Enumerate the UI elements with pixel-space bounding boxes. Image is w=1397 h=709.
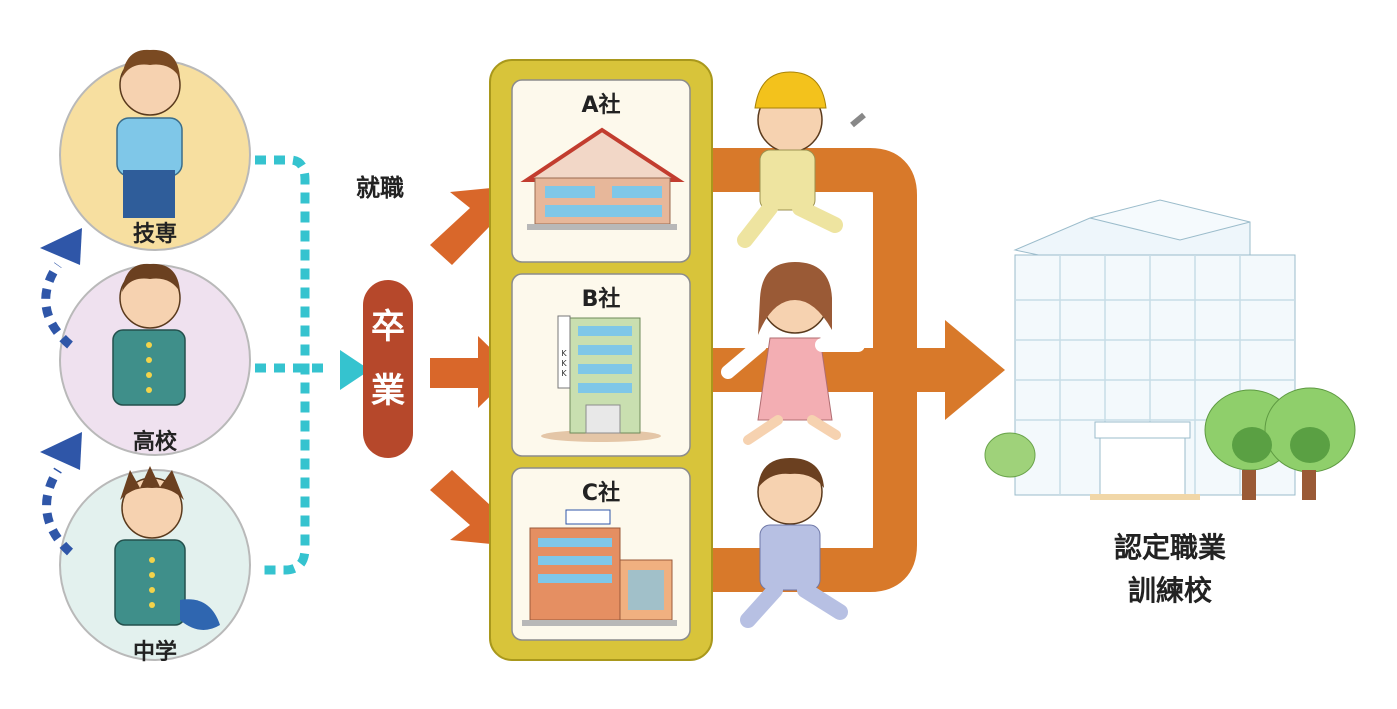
progression-arrows [41, 262, 74, 556]
company-c-label: C社 [582, 480, 620, 506]
worker-helmet-figure [737, 71, 866, 248]
employment-label: 就職 [356, 174, 404, 202]
shrub-left-icon [984, 432, 1036, 478]
training-school-label-line1: 認定職業 [1114, 531, 1226, 564]
arrow-koukou-to-gisen [41, 262, 73, 349]
student-gisen-figure [116, 49, 183, 218]
graduation-badge-char-2: 業 [371, 371, 405, 411]
company-b-card: B社 K K K [511, 273, 691, 457]
graduation-badge-char-1: 卒 [371, 307, 405, 347]
company-c-card: C社 [511, 467, 691, 641]
stage-label-koukou: 高校 [133, 429, 178, 455]
company-b-building: K K K [541, 315, 661, 442]
flow-arrowhead-icon [945, 320, 1005, 420]
company-a-card: A社 [511, 79, 691, 263]
worker-girl-figure [721, 262, 865, 445]
stage-koukou: 高校 [59, 263, 251, 456]
student-koukou-figure [112, 263, 186, 406]
graduation-paths [255, 155, 330, 575]
graduation-arrowhead-icon [340, 350, 370, 390]
company-b-label: B社 [582, 286, 621, 312]
arrowhead-chuugaku-to-koukou-icon [40, 432, 82, 470]
stage-chuugaku: 中学 [59, 466, 251, 665]
company-a-building [520, 127, 685, 230]
stage-gisen: 技専 [59, 49, 251, 251]
stage-label-gisen: 技専 [133, 222, 177, 247]
company-b-sign-char-3: K [561, 369, 567, 378]
company-c-building [522, 509, 677, 626]
company-a-label: A社 [581, 92, 620, 118]
training-school-label-line2: 訓練校 [1128, 574, 1213, 607]
training-school-building [984, 199, 1356, 500]
graduation-badge: 卒 業 [363, 280, 413, 458]
stage-label-chuugaku: 中学 [133, 639, 177, 665]
worker-suit-figure [740, 458, 848, 628]
tree-right-icon [1204, 387, 1356, 500]
company-b-sign-char-1: K [561, 349, 567, 358]
company-b-sign-char-2: K [561, 359, 567, 368]
student-chuugaku-figure [114, 466, 220, 630]
arrowhead-koukou-to-gisen-icon [40, 228, 82, 265]
